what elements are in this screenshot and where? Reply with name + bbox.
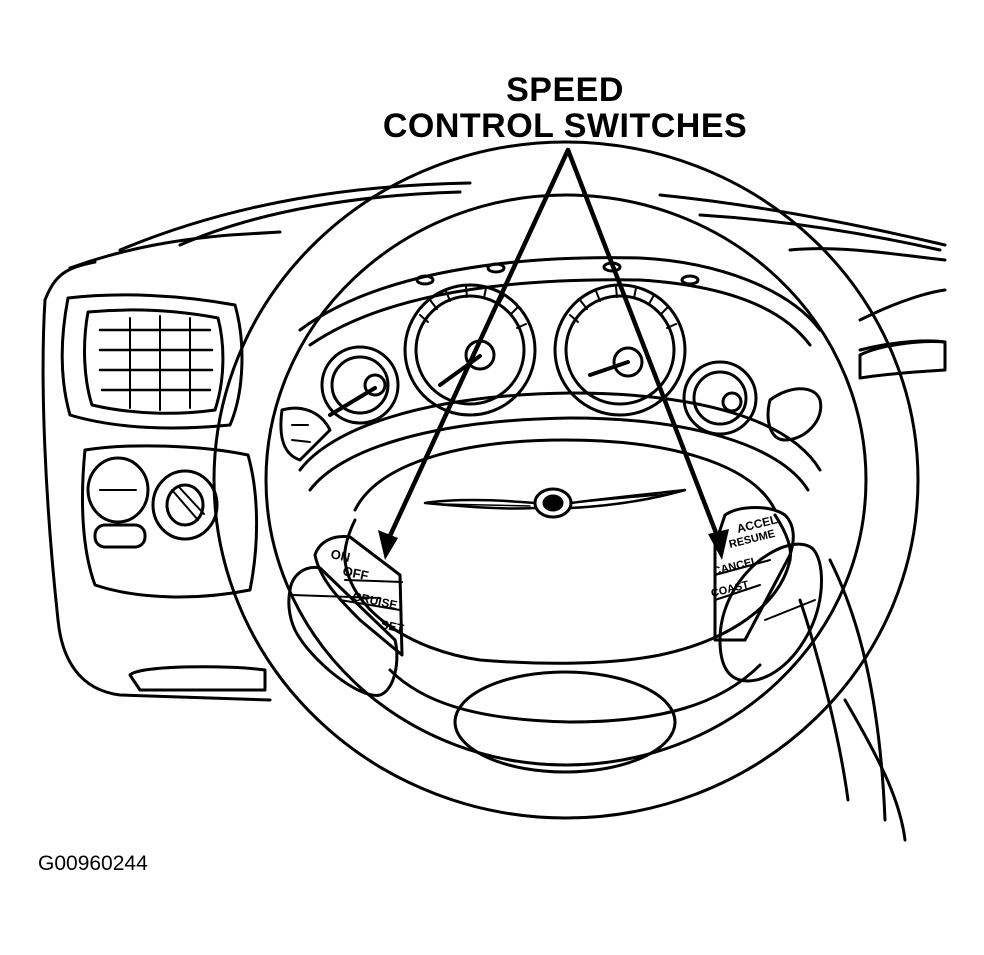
air-vent <box>60 293 244 430</box>
left-switch-bezel <box>287 535 404 697</box>
steering-wheel-hub <box>298 391 822 774</box>
turn-signal-stalk <box>279 406 332 462</box>
left-arrow-shaft <box>386 147 571 541</box>
left-switch-labels: ON OFF CRUISE SET <box>329 546 405 636</box>
dashboard-outline <box>41 181 947 842</box>
right-switch-bezel <box>713 506 823 683</box>
callout-title-line-1: SPEED <box>506 71 624 109</box>
brand-emblem <box>423 487 687 519</box>
callout-arrows <box>386 147 721 541</box>
figure-id: G00960244 <box>38 852 148 875</box>
right-arrowhead <box>708 529 729 560</box>
instrument-cluster <box>298 256 822 436</box>
label-on: ON <box>329 546 351 565</box>
steering-wheel-rim <box>212 140 920 820</box>
left-arrowhead <box>378 530 398 560</box>
climate-control-panel <box>80 444 259 599</box>
label-cruise: CRUISE <box>351 589 398 612</box>
callout-title-line-2: CONTROL SWITCHES <box>382 107 748 145</box>
right-arrow-shaft <box>565 147 721 541</box>
label-off: OFF <box>341 563 370 583</box>
label-cancel: CANCEL <box>712 555 760 578</box>
wiper-stalk <box>766 340 947 442</box>
label-set: SET <box>379 617 405 636</box>
